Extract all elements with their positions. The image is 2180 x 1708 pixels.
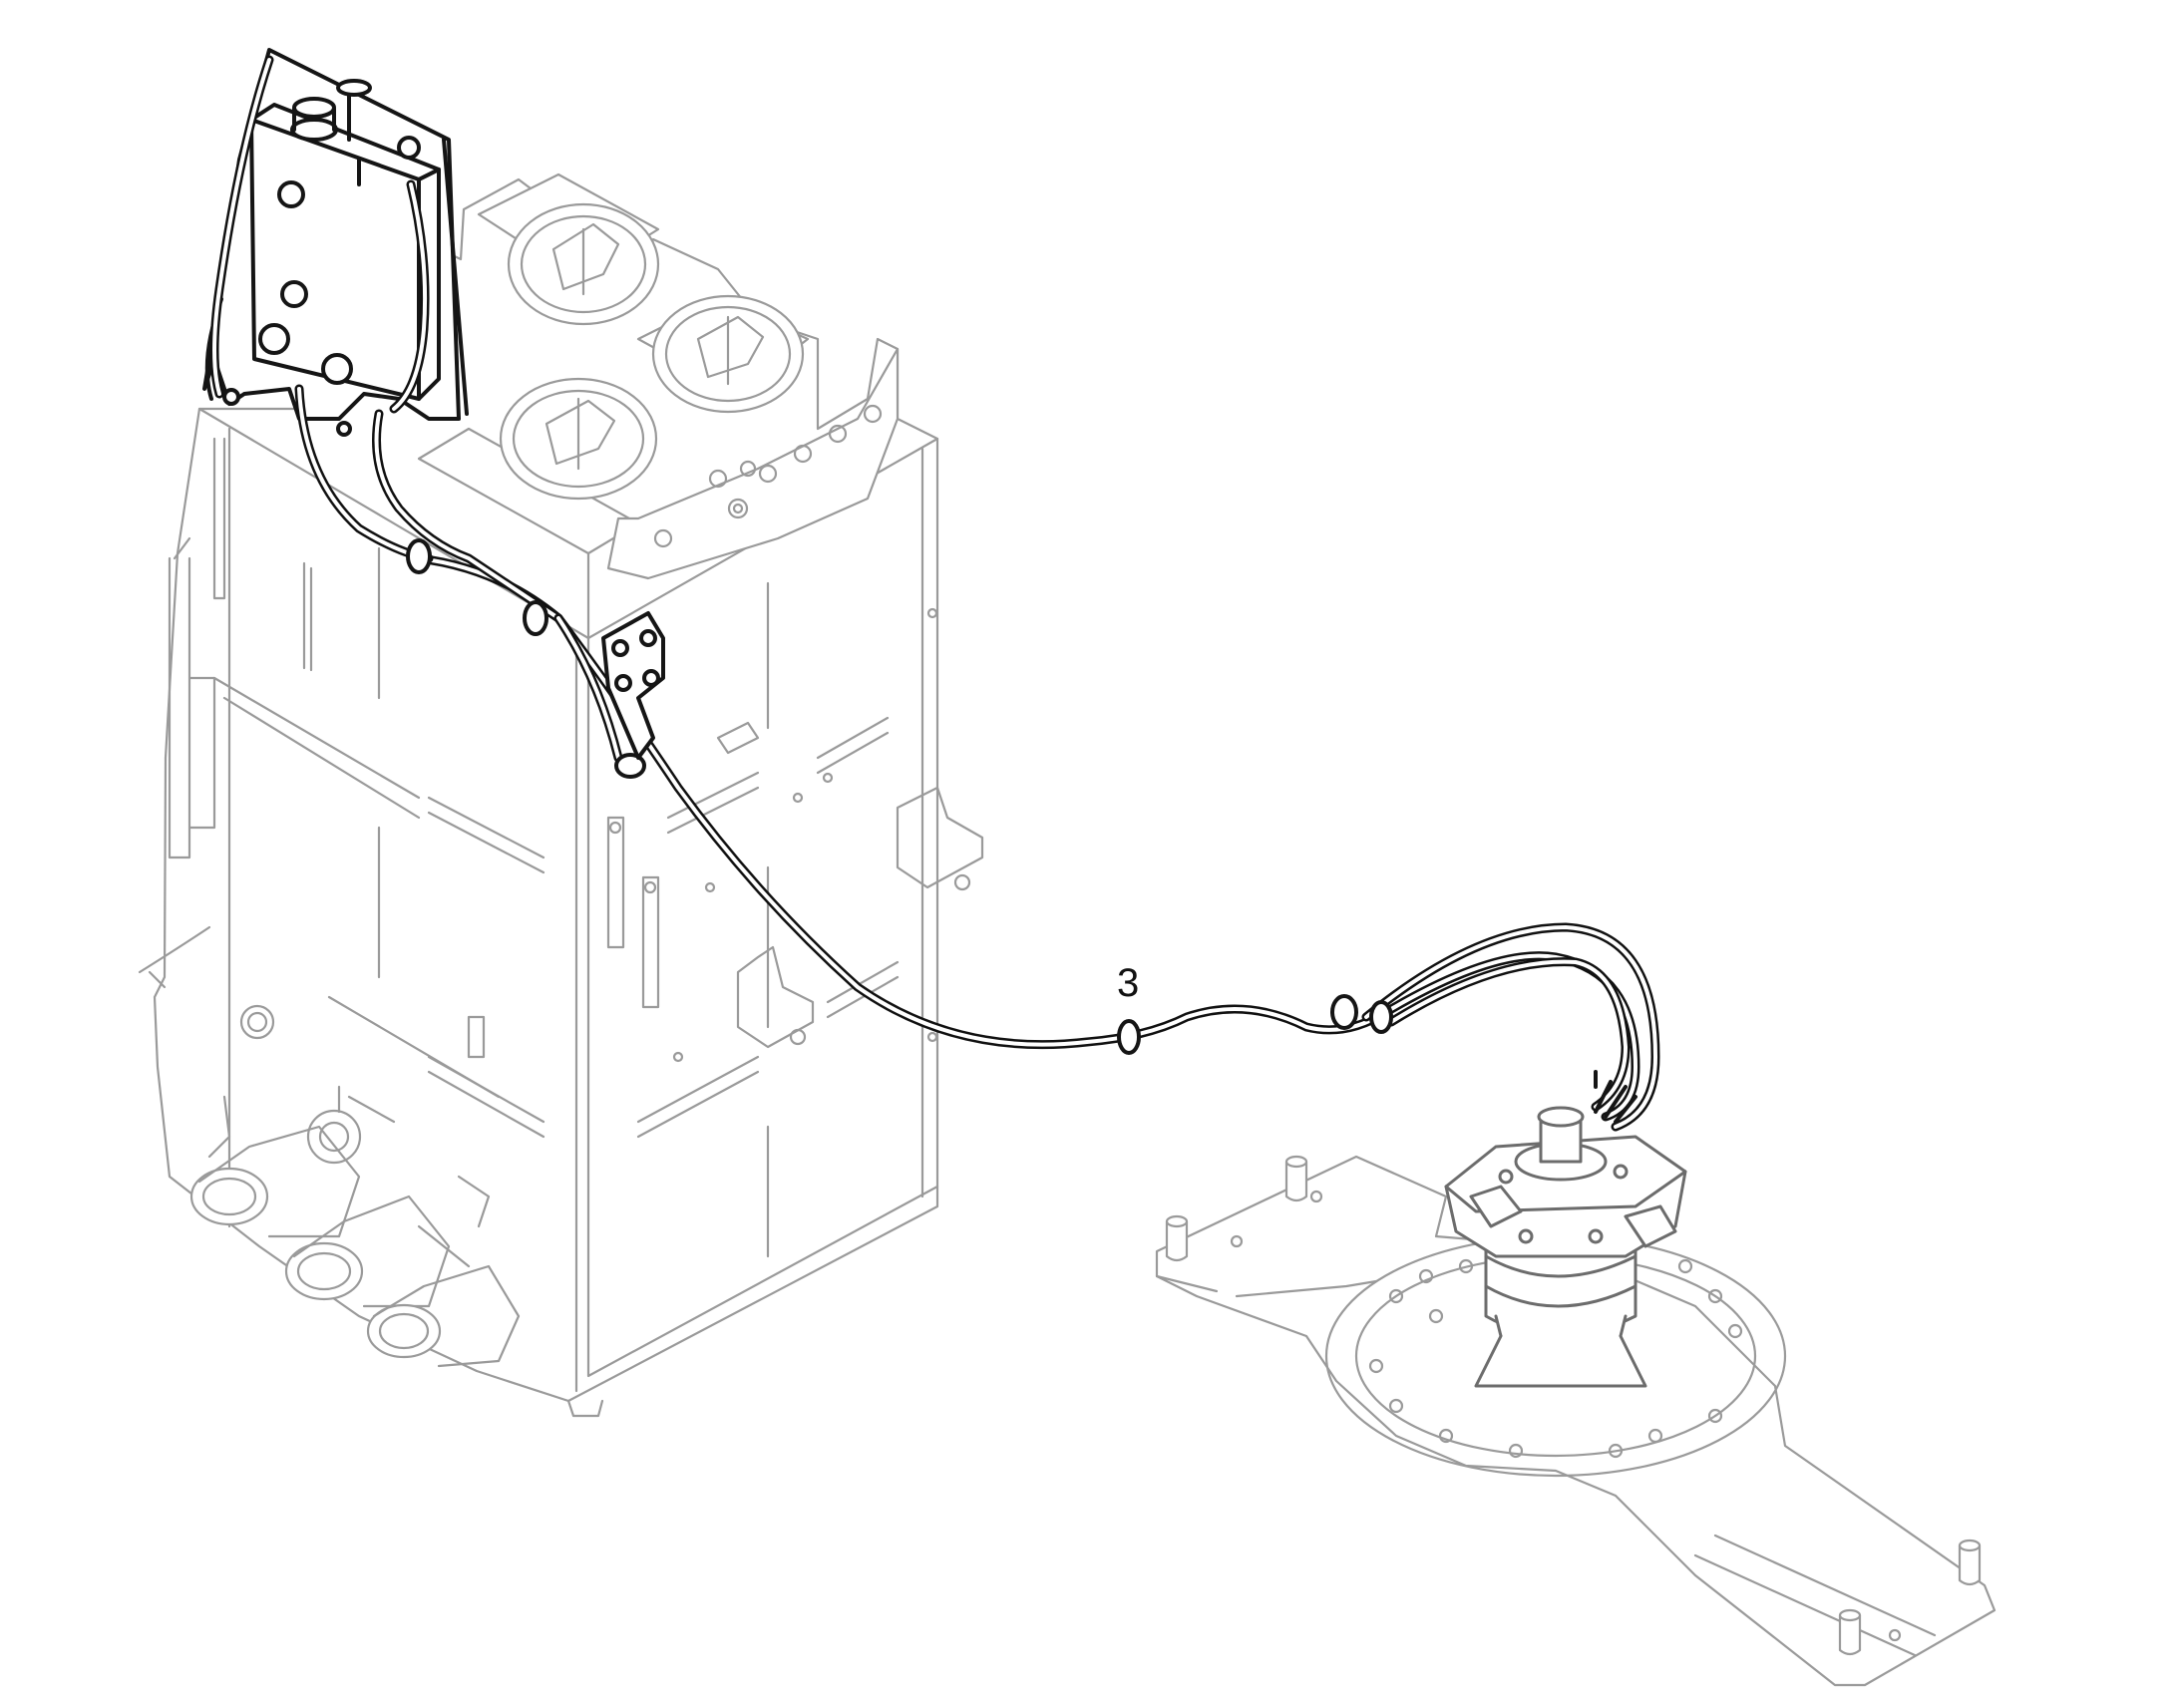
filter-housing — [202, 48, 469, 437]
hose-clamps — [406, 538, 1393, 1055]
filter-hoses — [209, 55, 623, 763]
hydraulic-hose-return — [1361, 922, 1660, 1132]
tank-access-covers — [477, 172, 900, 580]
callout-label-3: 3 — [1117, 961, 1140, 1005]
plate-fasteners — [1230, 1190, 1902, 1642]
valve-manifold — [189, 1085, 521, 1368]
hose-mounting-bracket — [601, 611, 665, 760]
swivel-joint — [1444, 1070, 1687, 1388]
